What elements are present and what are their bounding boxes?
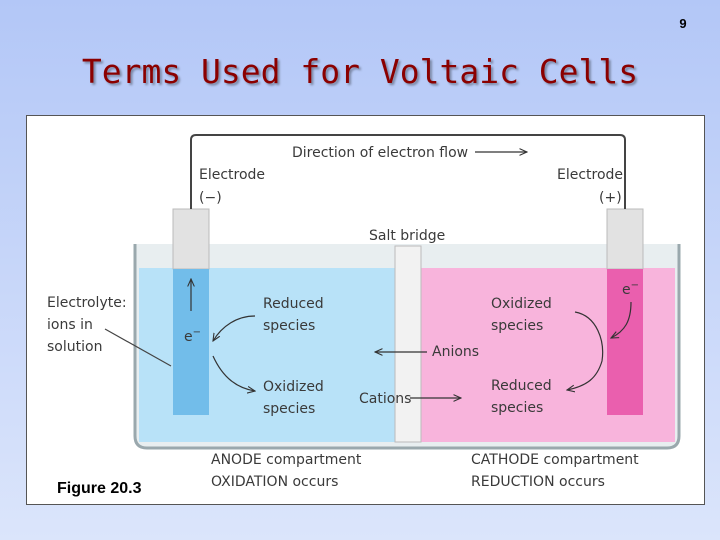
cathode-curve-arrow: [567, 311, 604, 390]
cathode-electrode-top: [606, 208, 644, 270]
electrode-right-sign: (+): [599, 190, 622, 206]
anode-electrode-top: [172, 208, 210, 270]
electrolyte-label-3: solution: [47, 339, 102, 355]
slide-number: 9: [679, 16, 687, 31]
anode-process-label: OXIDATION occurs: [211, 474, 338, 490]
slide-title: Terms Used for Voltaic Cells: [81, 52, 639, 91]
electrode-left-label: Electrode: [199, 167, 265, 183]
electrolyte-label: Electrolyte:: [47, 295, 127, 311]
electrode-right-label: Electrode: [557, 167, 623, 183]
cathode-electron-arrow: [611, 301, 632, 338]
anode-oxidized-label-2: species: [263, 401, 315, 417]
anode-reduced-label: Reduced: [263, 296, 324, 312]
cations-label: Cations: [359, 391, 411, 407]
direction-label: Direction of electron flow: [292, 145, 468, 161]
figure-caption: Figure 20.3: [57, 480, 142, 497]
salt-bridge-label: Salt bridge: [369, 228, 445, 244]
cathode-reduced-label-2: species: [491, 400, 543, 416]
cathode-process-label: REDUCTION occurs: [471, 474, 605, 490]
cathode-compartment-label: CATHODE compartment: [471, 452, 639, 468]
cathode-oxidized-label-2: species: [491, 318, 543, 334]
anode-curve-arrow-bottom: [212, 355, 255, 391]
voltaic-cell-figure: Direction of electron flow Electrode (−)…: [26, 115, 705, 505]
cathode-electrode: [607, 269, 643, 415]
cathode-oxidized-label: Oxidized: [491, 296, 552, 312]
electrolyte-label-2: ions in: [47, 317, 93, 333]
cathode-electron-label: e−: [622, 280, 639, 298]
anode-compartment-label: ANODE compartment: [211, 452, 362, 468]
external-wire: [190, 134, 626, 209]
salt-bridge: [394, 245, 422, 443]
anode-electron-label: e−: [184, 327, 201, 345]
cathode-reduced-label: Reduced: [491, 378, 552, 394]
voltaic-cell-diagram: Direction of electron flow Electrode (−)…: [47, 134, 681, 497]
electrolyte-pointer: [104, 328, 172, 367]
anions-label: Anions: [432, 344, 479, 360]
anode-curve-arrow-top: [213, 315, 256, 341]
anode-reduced-label-2: species: [263, 318, 315, 334]
electrode-left-sign: (−): [199, 190, 222, 206]
anode-oxidized-label: Oxidized: [263, 379, 324, 395]
